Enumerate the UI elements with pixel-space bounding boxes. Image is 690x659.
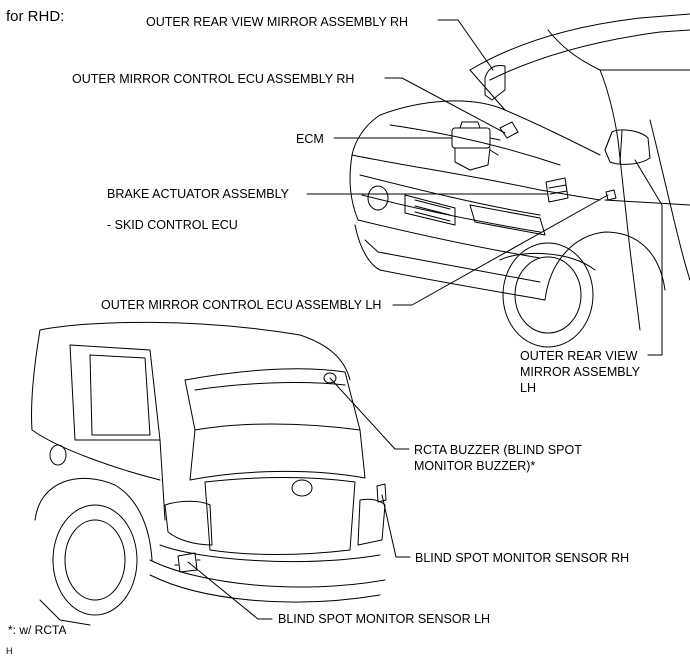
label-rcta-buzzer: RCTA BUZZER (BLIND SPOT MONITOR BUZZER)*: [414, 443, 582, 473]
leader-mirror-rh: [437, 19, 494, 71]
leader-rcta-buzzer: [329, 377, 410, 450]
rear-vehicle-drawing: [31, 321, 387, 626]
label-brake-actuator-assembly: BRAKE ACTUATOR ASSEMBLY: [107, 187, 290, 201]
leader-ecu-lh: [392, 194, 609, 306]
leader-bsm-lh: [187, 561, 273, 620]
label-ecm: ECM: [296, 132, 324, 146]
leader-lines: [187, 19, 663, 620]
leader-ecu-rh: [384, 77, 506, 134]
label-outer-mirror-control-ecu-rh: OUTER MIRROR CONTROL ECU ASSEMBLY RH: [72, 72, 355, 86]
corner-mark: H: [6, 646, 13, 656]
label-blind-spot-monitor-sensor-rh: BLIND SPOT MONITOR SENSOR RH: [415, 551, 630, 565]
label-outer-rear-view-mirror-lh: OUTER REAR VIEW MIRROR ASSEMBLY LH: [520, 349, 640, 395]
header-label: for RHD:: [6, 8, 65, 25]
label-outer-mirror-control-ecu-lh: OUTER MIRROR CONTROL ECU ASSEMBLY LH: [101, 298, 382, 312]
leader-bsm-rh: [381, 494, 411, 558]
label-outer-rear-view-mirror-rh: OUTER REAR VIEW MIRROR ASSEMBLY RH: [146, 15, 409, 29]
leader-mirror-lh: [634, 159, 663, 356]
front-vehicle-drawing: [349, 13, 690, 348]
label-blind-spot-monitor-sensor-lh: BLIND SPOT MONITOR SENSOR LH: [278, 612, 491, 626]
footnote: *: w/ RCTA: [8, 623, 67, 637]
label-skid-control-ecu: - SKID CONTROL ECU: [107, 218, 238, 232]
